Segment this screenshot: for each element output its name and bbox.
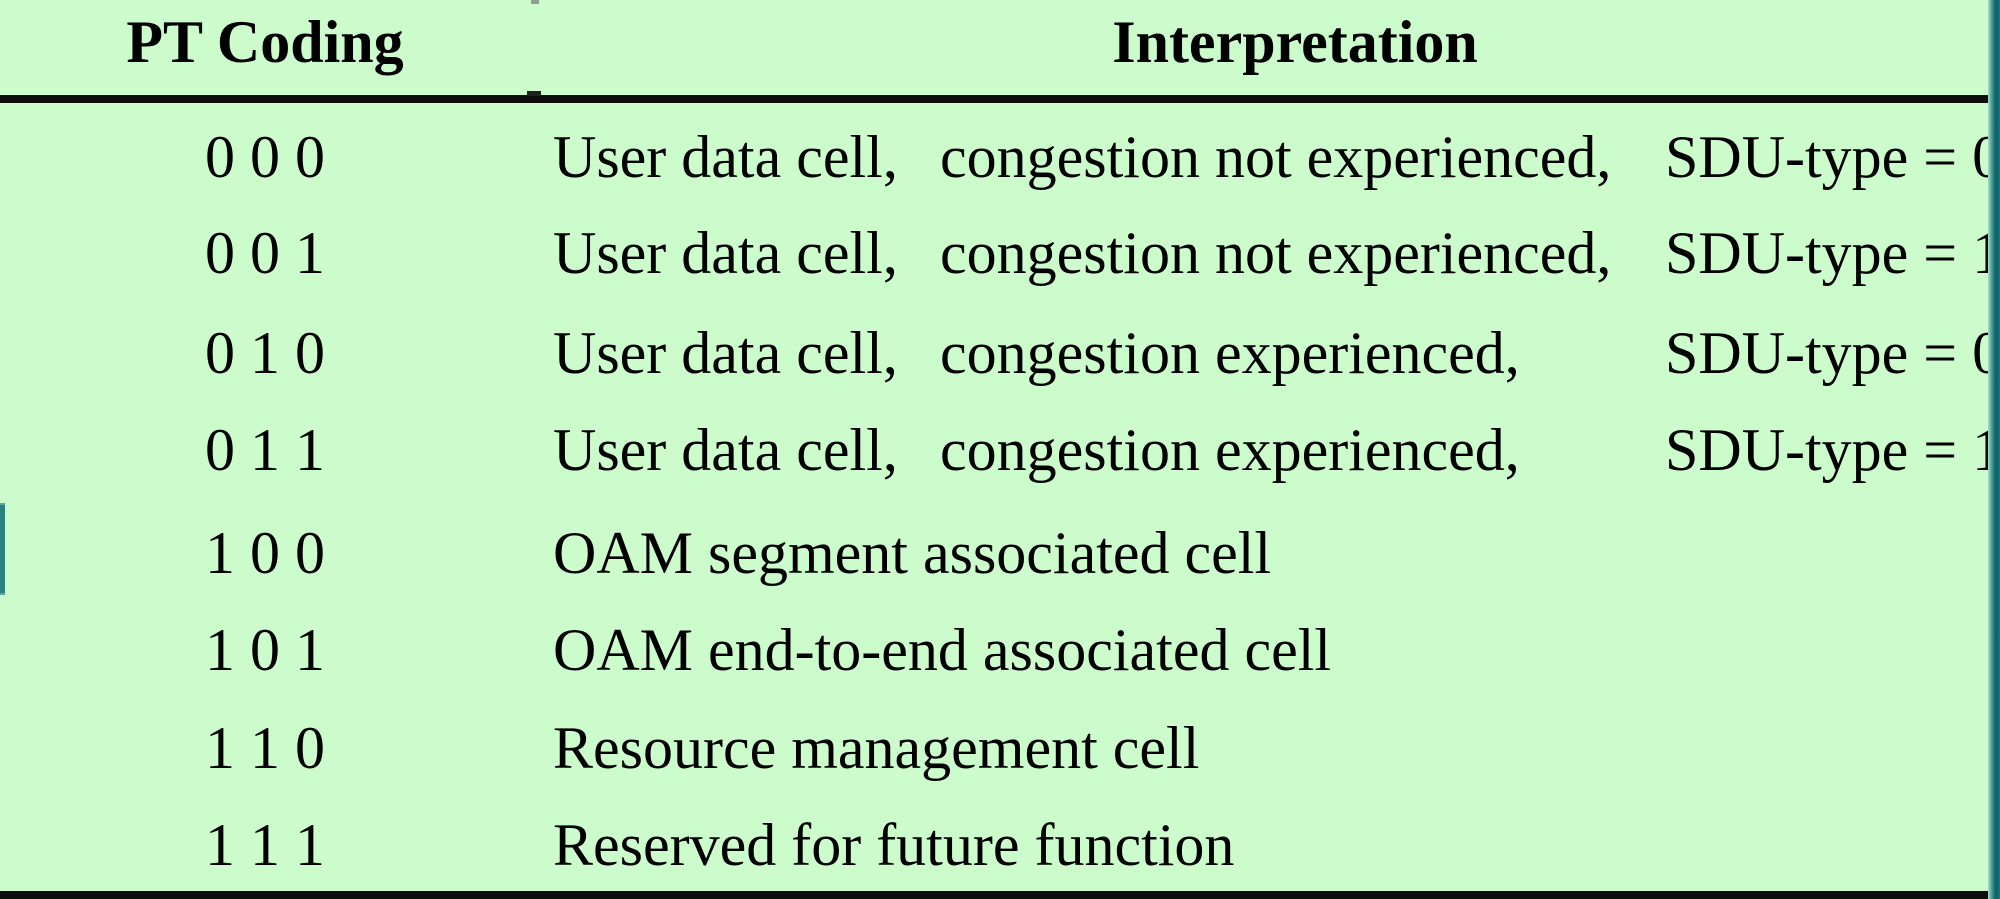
pt-code: 0 0 0 bbox=[205, 124, 325, 190]
interpretation-cell: Reserved for future function bbox=[553, 812, 1235, 878]
pt-code: 1 1 0 bbox=[205, 715, 325, 781]
sdu-type-cell: SDU-type = 0 bbox=[1665, 320, 2000, 386]
pt-code: 0 1 0 bbox=[205, 320, 325, 386]
pt-code: 1 0 0 bbox=[205, 520, 325, 586]
congestion-cell: congestion experienced, bbox=[940, 320, 1520, 386]
pt-code: 1 0 1 bbox=[205, 617, 325, 683]
top-divider-tick bbox=[531, 0, 539, 4]
pt-code: 1 1 1 bbox=[205, 812, 325, 878]
sdu-type-cell: SDU-type = 0 bbox=[1665, 124, 2000, 190]
interpretation-cell: User data cell, bbox=[553, 320, 898, 386]
congestion-cell: congestion not experienced, bbox=[940, 124, 1612, 190]
rule-divider-notch bbox=[527, 91, 541, 96]
interpretation-cell: User data cell, bbox=[553, 417, 898, 483]
pt-code: 0 0 1 bbox=[205, 220, 325, 286]
right-edge-teal-strip bbox=[1988, 0, 2000, 899]
interpretation-cell: Resource management cell bbox=[553, 715, 1200, 781]
pt-coding-header: PT Coding bbox=[126, 9, 404, 75]
interpretation-cell: User data cell, bbox=[553, 124, 898, 190]
interpretation-cell: OAM segment associated cell bbox=[553, 520, 1272, 586]
pt-code: 0 1 1 bbox=[205, 417, 325, 483]
congestion-cell: congestion not experienced, bbox=[940, 220, 1612, 286]
sdu-type-cell: SDU-type = 1 bbox=[1665, 417, 2000, 483]
header-rule bbox=[0, 95, 1989, 103]
left-edge-teal-bar bbox=[0, 503, 5, 595]
bottom-rule bbox=[0, 891, 2000, 899]
interpretation-cell: User data cell, bbox=[553, 220, 898, 286]
congestion-cell: congestion experienced, bbox=[940, 417, 1520, 483]
interpretation-header: Interpretation bbox=[1112, 9, 1478, 75]
interpretation-cell: OAM end-to-end associated cell bbox=[553, 617, 1332, 683]
sdu-type-cell: SDU-type = 1 bbox=[1665, 220, 2000, 286]
